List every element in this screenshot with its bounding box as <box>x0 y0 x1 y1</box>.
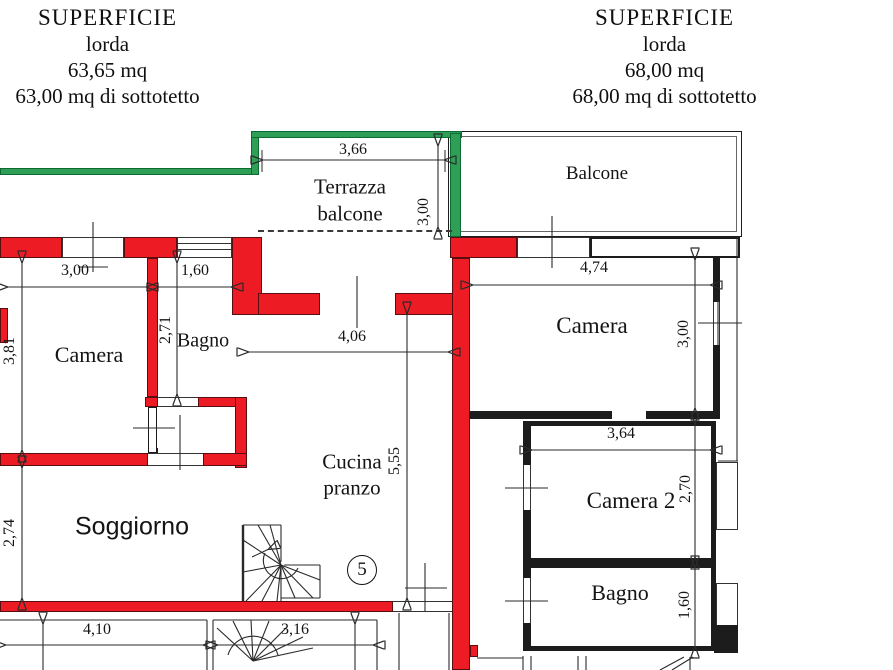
wall-existing <box>713 345 720 411</box>
wall-existing <box>523 510 531 578</box>
bagno-right-label: Bagno <box>591 580 649 605</box>
bagno-left-label: Bagno <box>176 329 230 352</box>
wall-red-spine <box>452 258 470 670</box>
dim-camera2-depth: 2,70 <box>677 475 694 503</box>
wall-red <box>450 237 517 258</box>
dim-camera2-width: 3,64 <box>607 425 635 442</box>
wall-existing <box>590 237 740 258</box>
surface-left-title: SUPERFICIE <box>37 5 178 30</box>
dim-bagno-right-depth: 1,60 <box>676 591 693 619</box>
camera2-label: Camera 2 <box>586 488 676 513</box>
wall-red <box>124 237 177 258</box>
dim-bagno-left-depth: 2,71 <box>157 316 174 344</box>
surface-left-attic: 63,00 mq di sottotetto <box>15 84 200 108</box>
balcony-door-opening <box>517 237 590 258</box>
dim-terrazza-width: 3,66 <box>339 141 367 158</box>
camera2-walls <box>526 421 716 563</box>
window <box>713 302 720 345</box>
soggiorno-label: Soggiorno <box>75 512 189 541</box>
surface-right-title: SUPERFICIE <box>594 5 735 30</box>
camera-left-label: Camera <box>54 342 124 367</box>
door-opening <box>393 601 452 612</box>
surface-right-subtitle: lorda <box>642 32 687 56</box>
window <box>523 578 531 623</box>
wall-existing <box>646 411 720 419</box>
terrazza-label-line2: balcone <box>317 201 383 226</box>
window <box>148 453 203 466</box>
terrace-threshold-dashed <box>258 230 452 232</box>
dim-camera-right-depth: 3,00 <box>675 320 692 348</box>
dim-cucina-width: 4,06 <box>338 328 366 345</box>
dim-camera-left-depth: 3,81 <box>1 337 18 365</box>
dim-camera-left-width: 3,00 <box>61 262 89 279</box>
surface-left-block: SUPERFICIE lorda 63,65 mq 63,00 mq di so… <box>0 5 215 109</box>
dim-terrazza-depth: 3,00 <box>415 198 432 226</box>
wall-existing <box>523 623 531 651</box>
bagno-right-walls <box>526 563 716 651</box>
dim-soggiorno-depth: 2,74 <box>1 519 18 547</box>
wall-red-bottom <box>0 601 393 612</box>
dim-bottom-left-width: 4,10 <box>83 621 111 638</box>
surface-right-block: SUPERFICIE lorda 68,00 mq 68,00 mq di so… <box>557 5 772 109</box>
surface-left-subtitle: lorda <box>85 32 130 56</box>
wall-red <box>235 397 247 468</box>
stair-upper <box>241 524 321 602</box>
window-sill-lines <box>177 243 232 250</box>
green-parapet-top <box>251 131 462 138</box>
dim-cucina-depth: 5,55 <box>386 447 403 475</box>
wall-red <box>0 237 62 258</box>
unit-number-badge: 5 <box>347 555 377 585</box>
wall-red <box>0 453 148 466</box>
terrazza-label-line1: Terrazza <box>314 174 386 199</box>
camera-right-label: Camera <box>556 313 628 338</box>
window <box>523 465 531 510</box>
dim-bottom-mid-width: 3,16 <box>281 621 309 638</box>
cucina-label-line2: pranzo <box>323 475 381 500</box>
window <box>716 462 738 530</box>
door-opening <box>158 397 198 407</box>
surface-right-area: 68,00 mq <box>624 58 705 82</box>
dim-camera-right-width: 4,74 <box>580 259 608 276</box>
wall-red-nub <box>470 645 478 657</box>
surface-right-attic: 68,00 mq di sottotetto <box>572 84 757 108</box>
balcone-label: Balcone <box>565 163 629 184</box>
window <box>62 237 124 258</box>
wall-existing <box>713 258 720 302</box>
wall-red <box>203 453 247 466</box>
window <box>177 237 232 258</box>
wall-red <box>258 293 320 315</box>
wall-red-corner <box>232 237 262 315</box>
wall-existing <box>470 411 612 419</box>
window <box>716 583 738 628</box>
cucina-label-line1: Cucina <box>322 449 382 474</box>
wall-existing <box>148 407 157 453</box>
wall-red-stub <box>0 308 8 343</box>
green-parapet-left <box>0 168 258 175</box>
wall-existing <box>714 625 738 653</box>
wall-red <box>145 397 158 407</box>
surface-left-area: 63,65 mq <box>67 58 148 82</box>
dim-bagno-left-width: 1,60 <box>181 262 209 279</box>
wall-red <box>147 258 158 397</box>
green-parapet-divider <box>450 133 461 237</box>
wall-existing <box>523 421 531 465</box>
wall-red <box>395 293 454 315</box>
balcone-inner-line <box>453 136 737 232</box>
